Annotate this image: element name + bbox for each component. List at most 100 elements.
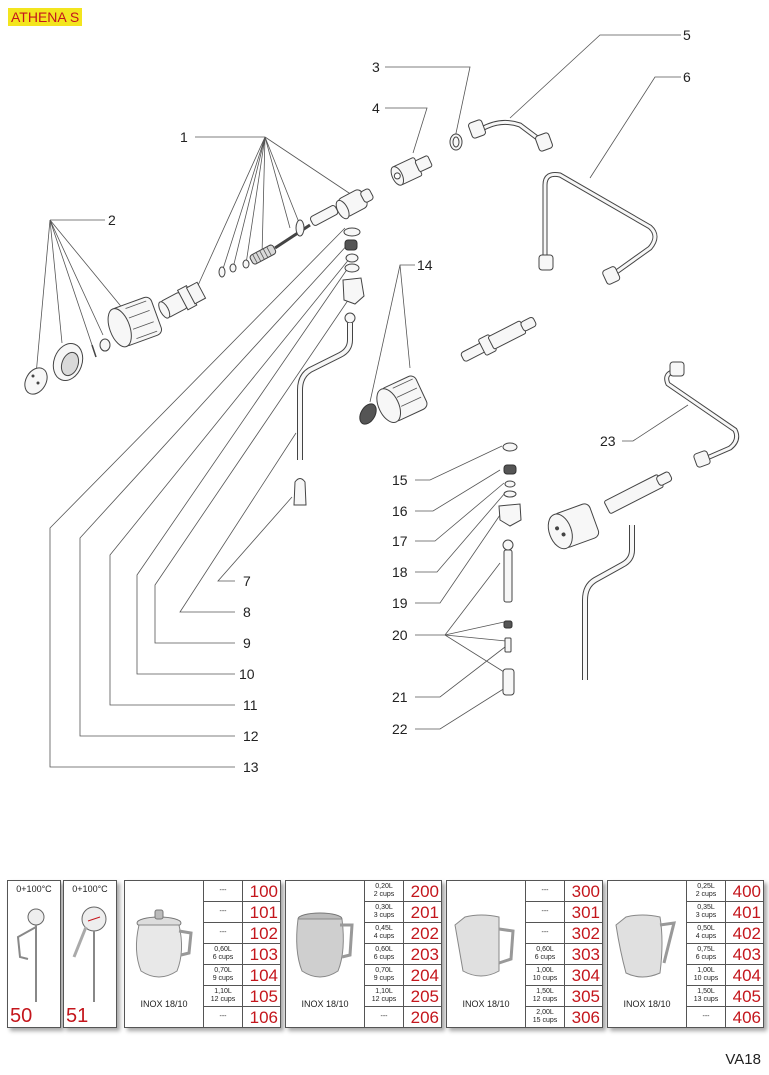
table-row[interactable]: --- 206 (365, 1006, 441, 1027)
callout-12: 12 (243, 728, 259, 744)
jug-size: --- (380, 1013, 388, 1020)
jug-material: INOX 18/10 (301, 999, 349, 1009)
table-row[interactable]: ---106 (204, 1006, 280, 1027)
jug-size: --- (541, 887, 549, 894)
jug-code: 402 (725, 922, 763, 944)
table-row[interactable]: ---300 (526, 881, 602, 902)
jug-size: 0,45L (375, 925, 393, 932)
jug-size: 1,00L (697, 967, 715, 974)
thermometer-card[interactable]: 0+100°C 51 (63, 880, 117, 1028)
callout-10: 10 (239, 666, 255, 682)
jug-size: 0,60L (214, 946, 232, 953)
jug-cups: 10 cups (532, 975, 558, 982)
thermometer-code: 51 (66, 1005, 89, 1027)
callout-20: 20 (392, 627, 408, 643)
jug-cups: 6 cups (212, 954, 234, 961)
jug-code: 401 (725, 901, 763, 923)
jug-size: 2,00L (536, 1009, 554, 1016)
jug-material: INOX 18/10 (462, 999, 510, 1009)
jug-code: 201 (403, 901, 441, 923)
jug-icon (135, 909, 193, 978)
jug-code: 106 (249, 1007, 278, 1027)
jug-code: 304 (564, 964, 602, 986)
jug-cups: 2 cups (695, 891, 717, 898)
callout-3: 3 (372, 59, 380, 75)
callout-17: 17 (392, 533, 408, 549)
table-row[interactable]: ---302 (526, 922, 602, 944)
table-row[interactable]: ---102 (204, 922, 280, 944)
callout-14: 14 (417, 257, 433, 273)
thermometer-card[interactable]: 0+100°C 50 (7, 880, 61, 1028)
thermometer-code: 50 (10, 1005, 33, 1027)
jug-image: INOX 18/10 (125, 881, 204, 1027)
jug-size: 0,75L (697, 946, 715, 953)
table-row[interactable]: ---301 (526, 901, 602, 923)
jug-code: 101 (242, 901, 280, 923)
jug-size: 0,50L (697, 925, 715, 932)
callout-5: 5 (683, 27, 691, 43)
jug-size: 0,25L (697, 883, 715, 890)
jug-size: 1,00L (536, 967, 554, 974)
jug-size: 1,10L (214, 988, 232, 995)
table-row[interactable]: ---101 (204, 901, 280, 923)
model-title-badge: ATHENA S (8, 8, 83, 26)
table-row[interactable]: ---100 (204, 881, 280, 902)
jug-size: 1,50L (697, 988, 715, 995)
jug-image: INOX 18/10 (286, 881, 365, 1027)
jug-material: INOX 18/10 (140, 999, 188, 1009)
jug-size: 1,50L (536, 988, 554, 995)
jug-cups: 9 cups (212, 975, 234, 982)
callout-7: 7 (243, 573, 251, 589)
jug-cups: 4 cups (695, 933, 717, 940)
jug-code: 105 (242, 985, 280, 1007)
jug-code: 103 (242, 943, 280, 965)
jug-size: 0,20L (375, 883, 393, 890)
jug-code: 206 (410, 1007, 439, 1027)
jug-code: 203 (403, 943, 441, 965)
callout-22: 22 (392, 721, 408, 737)
group-tubes-upper (390, 119, 658, 285)
jug-size: --- (541, 929, 549, 936)
jug-cups: 6 cups (373, 954, 395, 961)
jug-icon (615, 914, 676, 978)
jug-icon (454, 914, 515, 977)
jug-cups: 12 cups (532, 996, 558, 1003)
jug-code: 400 (725, 881, 763, 902)
jug-cups: 3 cups (373, 912, 395, 919)
jug-cups: 12 cups (371, 996, 397, 1003)
jug-size: 0,60L (536, 946, 554, 953)
jug-code: 200 (403, 881, 441, 902)
group-steam-valve-14 (359, 316, 537, 425)
jug-cups: 2 cups (373, 891, 395, 898)
jug-size: --- (219, 929, 227, 936)
callout-1: 1 (180, 129, 188, 145)
jug-code: 301 (564, 901, 602, 923)
table-row[interactable]: ---406 (687, 1006, 763, 1027)
